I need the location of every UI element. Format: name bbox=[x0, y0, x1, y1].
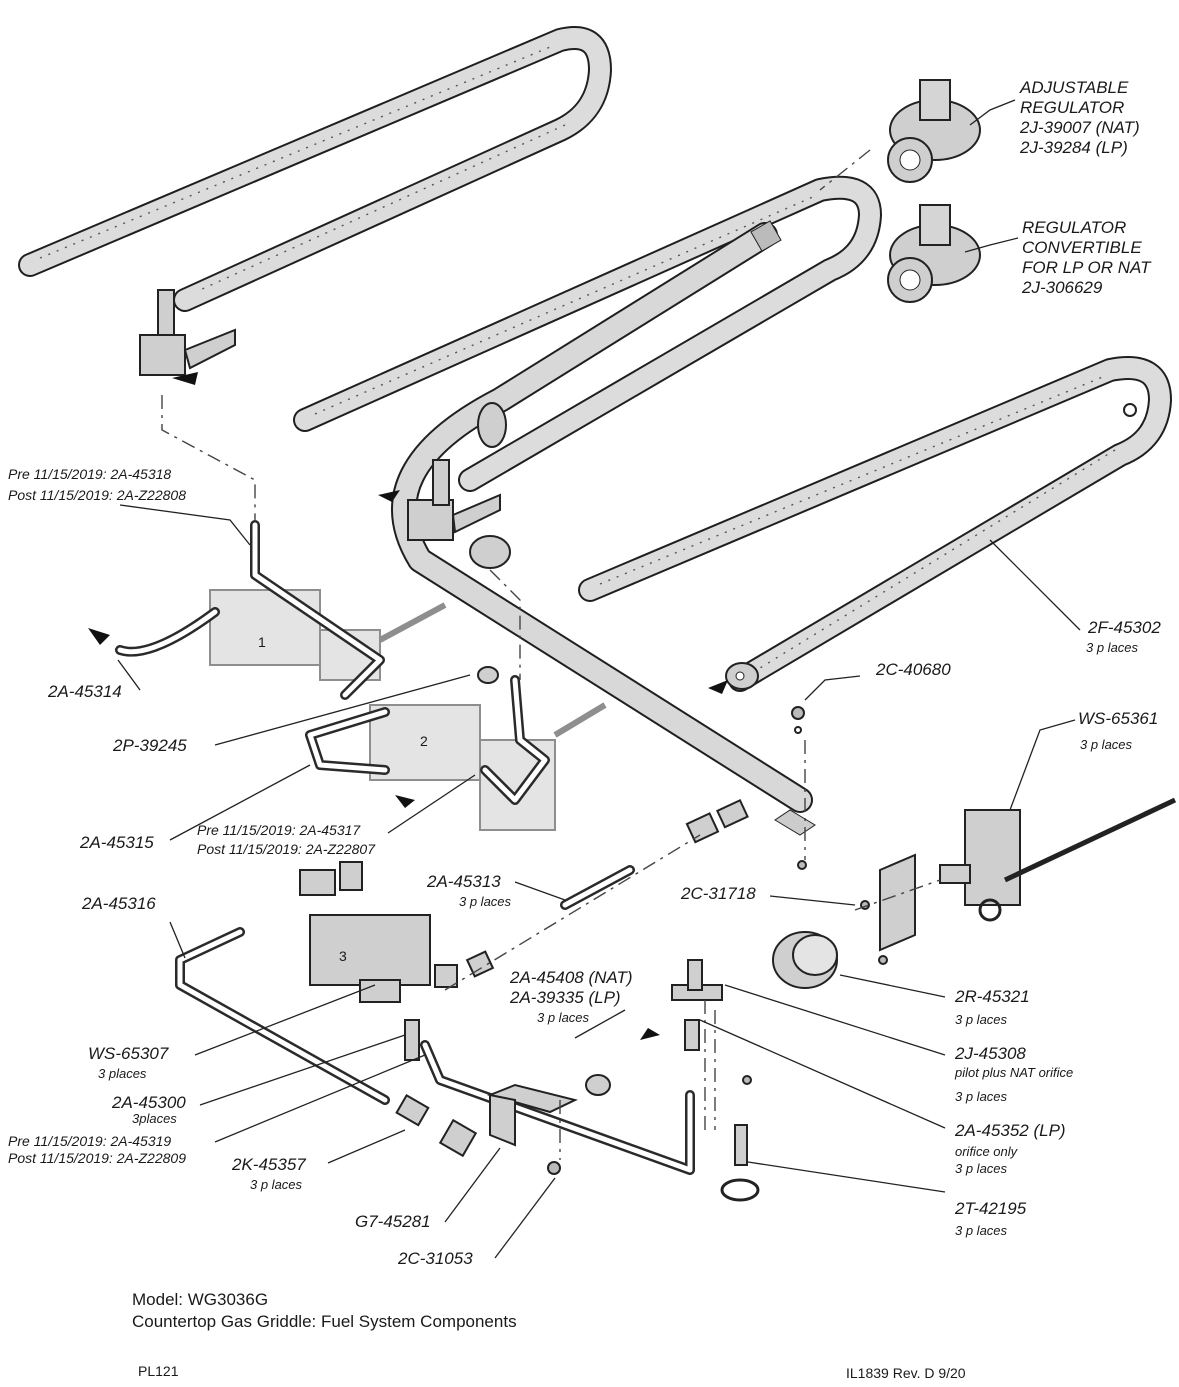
part-WS-65361: WS-65361 bbox=[1078, 709, 1159, 728]
thermostat bbox=[879, 797, 1177, 952]
model-caption: Model: WG3036G bbox=[132, 1290, 269, 1309]
part-WS-65307-qty: 3 places bbox=[98, 1066, 147, 1081]
part-2T-42195: 2T-42195 bbox=[955, 1199, 1027, 1218]
part-2J-45308: 2J-45308 bbox=[955, 1044, 1026, 1063]
part-2J-45308-note: pilot plus NAT orifice bbox=[955, 1065, 1074, 1080]
alignment-lines bbox=[161, 149, 941, 1160]
burner-tube-1 bbox=[18, 26, 612, 312]
part-2A-45408: 2A-45408 (NAT) bbox=[510, 968, 633, 987]
tube-highlights bbox=[117, 522, 693, 1173]
part-2A-45300: 2A-45300 bbox=[112, 1093, 186, 1112]
convertible-regulator-label: REGULATOR CONVERTIBLE FOR LP OR NAT 2J-3… bbox=[1022, 218, 1151, 297]
gas-valve-2 bbox=[369, 702, 607, 831]
part-2R-45321-qty: 3 p laces bbox=[955, 1012, 1008, 1027]
fittings bbox=[395, 666, 749, 1158]
part-2C-40680: 2C-40680 bbox=[876, 660, 951, 679]
tube-318-label: Pre 11/15/2019: 2A-45318 Post 11/15/2019… bbox=[8, 466, 186, 503]
part-G7-45281: G7-45281 bbox=[355, 1212, 431, 1231]
burner-tube-3 bbox=[578, 356, 1172, 692]
part-2C-31718: 2C-31718 bbox=[681, 884, 756, 903]
part-2A-45408-qty: 3 p laces bbox=[537, 1010, 590, 1025]
burner-tube-2 bbox=[293, 175, 882, 492]
hardware bbox=[547, 706, 888, 1175]
tube-319-label: Pre 11/15/2019: 2A-45319 Post 11/15/2019… bbox=[8, 1133, 186, 1166]
adjustable-regulator-label: ADJUSTABLE REGULATOR 2J-39007 (NAT) 2J-3… bbox=[1020, 78, 1140, 157]
part-2P-39245: 2P-39245 bbox=[113, 736, 187, 755]
part-2F-45302: 2F-45302 bbox=[1088, 618, 1161, 637]
pilot-bracket bbox=[486, 1083, 578, 1147]
part-2A-45315: 2A-45315 bbox=[80, 833, 154, 852]
description-caption: Countertop Gas Griddle: Fuel System Comp… bbox=[132, 1312, 517, 1331]
part-2A-39335: 2A-39335 (LP) bbox=[510, 988, 621, 1007]
part-WS-65307: WS-65307 bbox=[88, 1044, 169, 1063]
gas-valve-1 bbox=[209, 589, 447, 681]
gas-valve-3 bbox=[299, 861, 456, 1003]
convertible-regulator bbox=[887, 204, 981, 303]
valve-number-3: 3 bbox=[339, 948, 347, 964]
part-2A-45352-note: orifice only bbox=[955, 1144, 1018, 1159]
part-2A-45300-qty: 3places bbox=[132, 1111, 177, 1126]
part-2J-45308-qty: 3 p laces bbox=[955, 1089, 1008, 1104]
part-WS-65361-qty: 3 p laces bbox=[1080, 737, 1133, 752]
tube-317-label: Pre 11/15/2019: 2A-45317 Post 11/15/2019… bbox=[197, 822, 375, 857]
flow-arrows bbox=[88, 490, 728, 1040]
part-2K-45357: 2K-45357 bbox=[232, 1155, 306, 1174]
adjustable-regulator bbox=[887, 79, 981, 183]
part-2R-45321: 2R-45321 bbox=[955, 987, 1030, 1006]
control-knob bbox=[772, 931, 838, 989]
footer-left-code: PL121 bbox=[138, 1363, 179, 1379]
part-2A-45313: 2A-45313 bbox=[427, 872, 501, 891]
footer-revision: IL1839 Rev. D 9/20 bbox=[846, 1365, 966, 1381]
part-2C-31053: 2C-31053 bbox=[398, 1249, 473, 1268]
part-2A-45352: 2A-45352 (LP) bbox=[955, 1121, 1066, 1140]
leader-lines bbox=[117, 99, 1081, 1259]
valve-number-1: 1 bbox=[258, 634, 266, 650]
part-2A-45352-qty: 3 p laces bbox=[955, 1161, 1008, 1176]
part-2F-45302-qty: 3 p laces bbox=[1086, 640, 1139, 655]
part-2T-42195-qty: 3 p laces bbox=[955, 1223, 1008, 1238]
burner-2-bracket bbox=[407, 402, 511, 569]
part-2K-45357-qty: 3 p laces bbox=[250, 1177, 303, 1192]
part-2A-45313-qty: 3 p laces bbox=[459, 894, 512, 909]
burner-1-bracket bbox=[139, 289, 236, 385]
pilot-assembly bbox=[671, 959, 760, 1202]
valve-number-2: 2 bbox=[420, 733, 428, 749]
part-2A-45316: 2A-45316 bbox=[82, 894, 156, 913]
part-2A-45314: 2A-45314 bbox=[48, 682, 122, 701]
